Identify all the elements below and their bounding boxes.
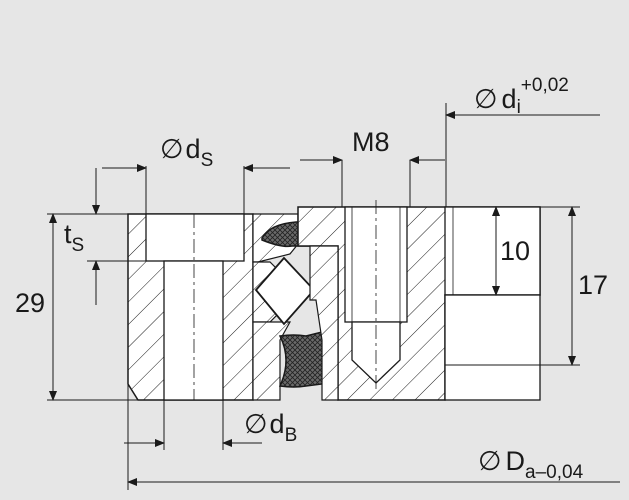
- outer-diameter-label: ∅Da–0,04: [478, 446, 584, 483]
- dimension-labels: ∅di+0,02 M8 ∅dS tS 29 10 17 ∅dB ∅Da–0,04: [15, 75, 608, 483]
- inner-diameter-label: ∅di+0,02: [474, 75, 569, 118]
- screw-head-depth-label: tS: [64, 219, 84, 256]
- bore-diameter-label: ∅dB: [244, 409, 297, 446]
- height-label: 29: [15, 288, 45, 318]
- roller: [254, 256, 316, 326]
- recess-depth-label: 10: [500, 236, 530, 266]
- screw-head-diameter-label: ∅dS: [160, 134, 213, 171]
- screw-bore: [163, 260, 224, 401]
- dimension-lines: [47, 103, 620, 490]
- screw-counterbore: [145, 213, 245, 262]
- inner-ring-height-label: 17: [578, 270, 608, 300]
- lower-seal: [278, 331, 327, 388]
- thread-label: M8: [352, 127, 390, 157]
- outer-ring: [127, 213, 254, 401]
- inner-ring: [297, 200, 541, 401]
